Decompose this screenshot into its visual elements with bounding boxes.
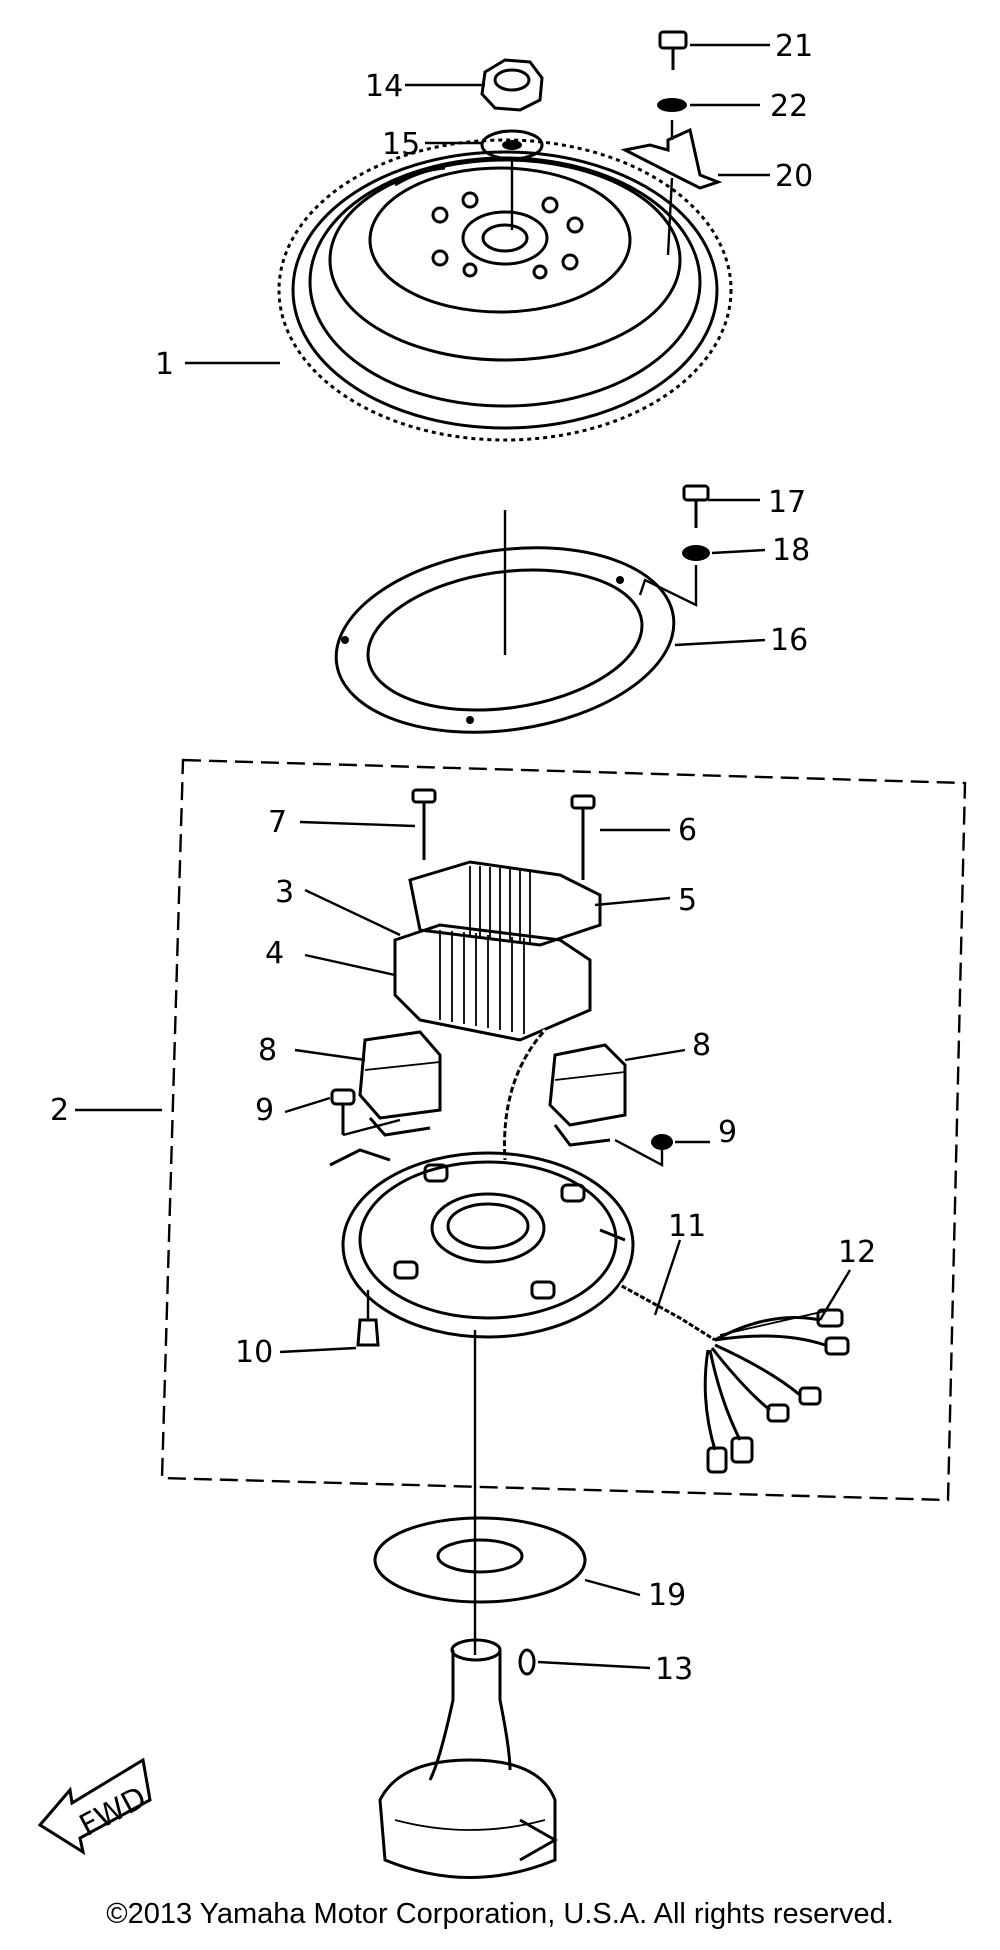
screw-part-6 bbox=[570, 794, 596, 880]
crankshaft bbox=[378, 1638, 559, 1879]
bolt-part-21 bbox=[658, 30, 688, 70]
nut-part-14 bbox=[480, 58, 544, 112]
label-7: 7 bbox=[268, 805, 287, 840]
bracket-part-20 bbox=[620, 120, 723, 190]
pulser-coil-part-8-left bbox=[358, 1030, 442, 1137]
pulser-coil-part-8-right bbox=[548, 1043, 627, 1147]
label-6: 6 bbox=[678, 813, 697, 848]
washer-part-15 bbox=[480, 129, 544, 161]
label-19: 19 bbox=[648, 1578, 686, 1613]
label-21: 21 bbox=[775, 29, 813, 64]
label-1: 1 bbox=[155, 347, 174, 382]
connectors-part-12 bbox=[706, 1308, 850, 1474]
label-12: 12 bbox=[838, 1235, 876, 1270]
wire-harness-part-11 bbox=[618, 1282, 826, 1451]
screw-part-17 bbox=[682, 484, 710, 528]
stator-base-plate bbox=[329, 1148, 635, 1339]
label-10: 10 bbox=[235, 1335, 273, 1370]
washer-part-19 bbox=[373, 1516, 587, 1604]
label-9a: 9 bbox=[255, 1093, 274, 1128]
label-15: 15 bbox=[382, 127, 420, 162]
plate-part-16 bbox=[334, 546, 676, 734]
screw-part-9-right bbox=[614, 1134, 673, 1167]
screw-part-9-left bbox=[330, 1088, 401, 1137]
label-8b: 8 bbox=[692, 1028, 711, 1063]
label-20: 20 bbox=[775, 159, 813, 194]
label-14: 14 bbox=[365, 69, 403, 104]
washer-part-18 bbox=[682, 545, 710, 561]
screw-part-7 bbox=[411, 788, 437, 860]
part-labels: 1 2 3 4 5 6 7 8 8 9 9 10 11 12 13 14 15 … bbox=[50, 29, 876, 1687]
label-11: 11 bbox=[668, 1209, 706, 1244]
label-8a: 8 bbox=[258, 1033, 277, 1068]
woodruff-key-part-13 bbox=[518, 1648, 536, 1676]
coil-part-4 bbox=[393, 923, 592, 1042]
screw-part-10 bbox=[356, 1290, 380, 1347]
leader-lines bbox=[75, 43, 852, 1670]
copyright-notice: ©2013 Yamaha Motor Corporation, U.S.A. A… bbox=[106, 1898, 894, 1930]
washer-part-22 bbox=[657, 98, 687, 112]
label-3: 3 bbox=[275, 875, 294, 910]
label-16: 16 bbox=[770, 623, 808, 658]
fwd-arrow-icon: FWD bbox=[37, 1757, 152, 1856]
flywheel-part-1 bbox=[277, 138, 733, 442]
exploded-parts-diagram: FWD 1 2 3 4 5 6 7 8 bbox=[37, 29, 967, 1879]
label-4: 4 bbox=[265, 936, 284, 971]
label-5: 5 bbox=[678, 883, 697, 918]
label-18: 18 bbox=[772, 533, 810, 568]
label-17: 17 bbox=[768, 485, 806, 520]
label-2: 2 bbox=[50, 1093, 69, 1128]
stator-assembly-box bbox=[160, 758, 967, 1502]
label-13: 13 bbox=[655, 1652, 693, 1687]
label-9b: 9 bbox=[718, 1115, 737, 1150]
label-22: 22 bbox=[770, 89, 808, 124]
